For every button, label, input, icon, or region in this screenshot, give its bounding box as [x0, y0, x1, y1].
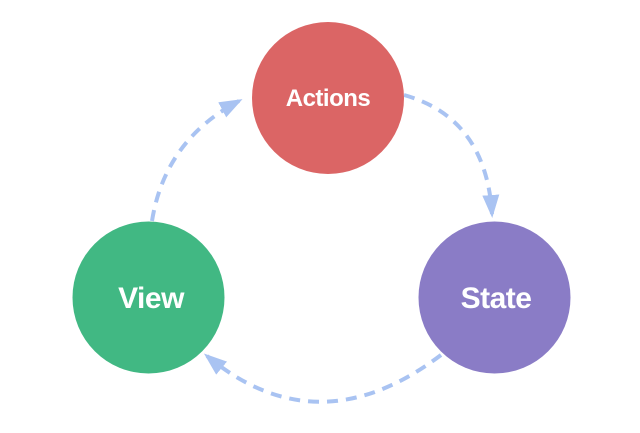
view-circle	[72, 221, 225, 374]
state-circle	[418, 221, 571, 374]
view-label: View	[118, 282, 185, 315]
actions-circle	[252, 22, 404, 174]
actions-label: Actions	[286, 85, 371, 112]
node-actions: Actions	[252, 22, 404, 174]
arrow-actions-to-state	[403, 93, 500, 218]
arrow-view-to-actions	[150, 99, 243, 222]
node-view: View	[72, 221, 225, 374]
state-label: State	[461, 282, 532, 315]
node-state: State	[418, 221, 571, 374]
arrow-state-to-view	[203, 353, 443, 404]
